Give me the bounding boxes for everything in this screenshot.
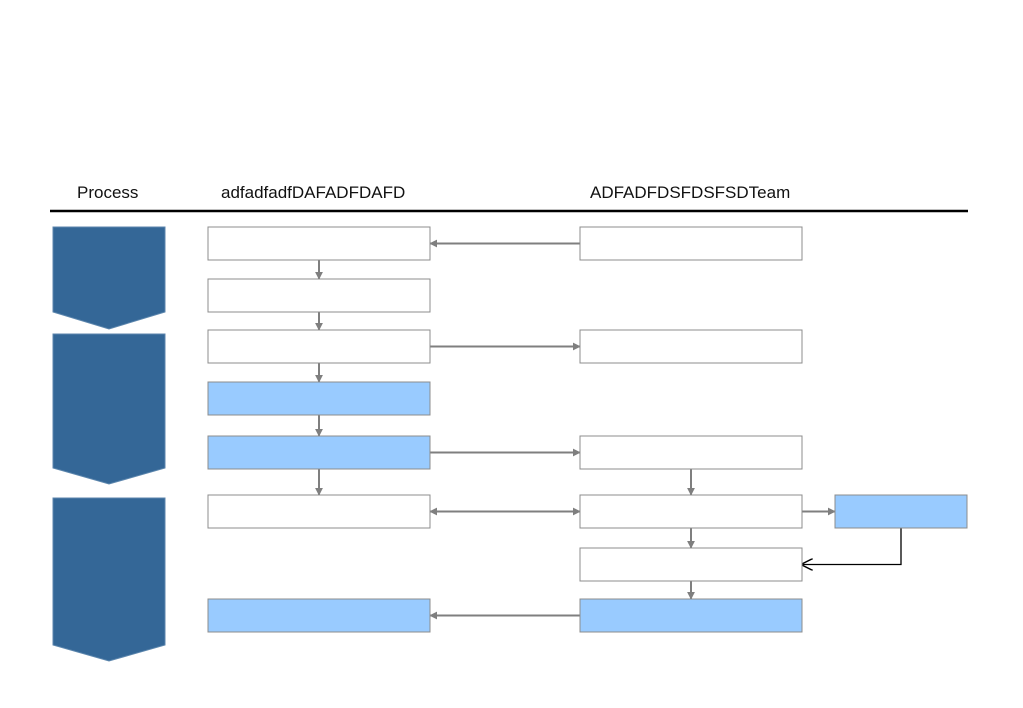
lane-2-column-header: ADFADFDSFDSFSDTeam xyxy=(590,183,791,202)
flow-step-box-s7 xyxy=(207,598,431,633)
process-column-header: Process xyxy=(77,183,139,202)
flow-step-box-x1 xyxy=(834,494,968,529)
flow-step-box-s3 xyxy=(207,329,431,364)
flow-step-box-t6 xyxy=(579,598,803,633)
flow-step-box-t2 xyxy=(579,329,803,364)
flow-step-box-s2 xyxy=(207,278,431,313)
flow-step-box-t1 xyxy=(579,226,803,261)
lane-1-column-header: adfadfadfDAFADFDAFD xyxy=(221,183,406,202)
process-phase-chevron-3 xyxy=(52,497,166,662)
flow-step-box-t5 xyxy=(579,547,803,582)
flow-step-box-t3 xyxy=(579,435,803,470)
flow-step-box-s4 xyxy=(207,381,431,416)
process-phase-chevron-1 xyxy=(52,226,166,330)
process-phase-chevron-2 xyxy=(52,333,166,485)
flow-steps xyxy=(207,226,968,633)
flow-step-box-s1 xyxy=(207,226,431,261)
flow-step-box-s6 xyxy=(207,494,431,529)
process-phases xyxy=(52,226,166,662)
flow-connectors xyxy=(315,239,902,620)
flow-step-box-s5 xyxy=(207,435,431,470)
flow-step-box-t4 xyxy=(579,494,803,529)
flow-arrow-x1-to-t5 xyxy=(802,528,902,565)
